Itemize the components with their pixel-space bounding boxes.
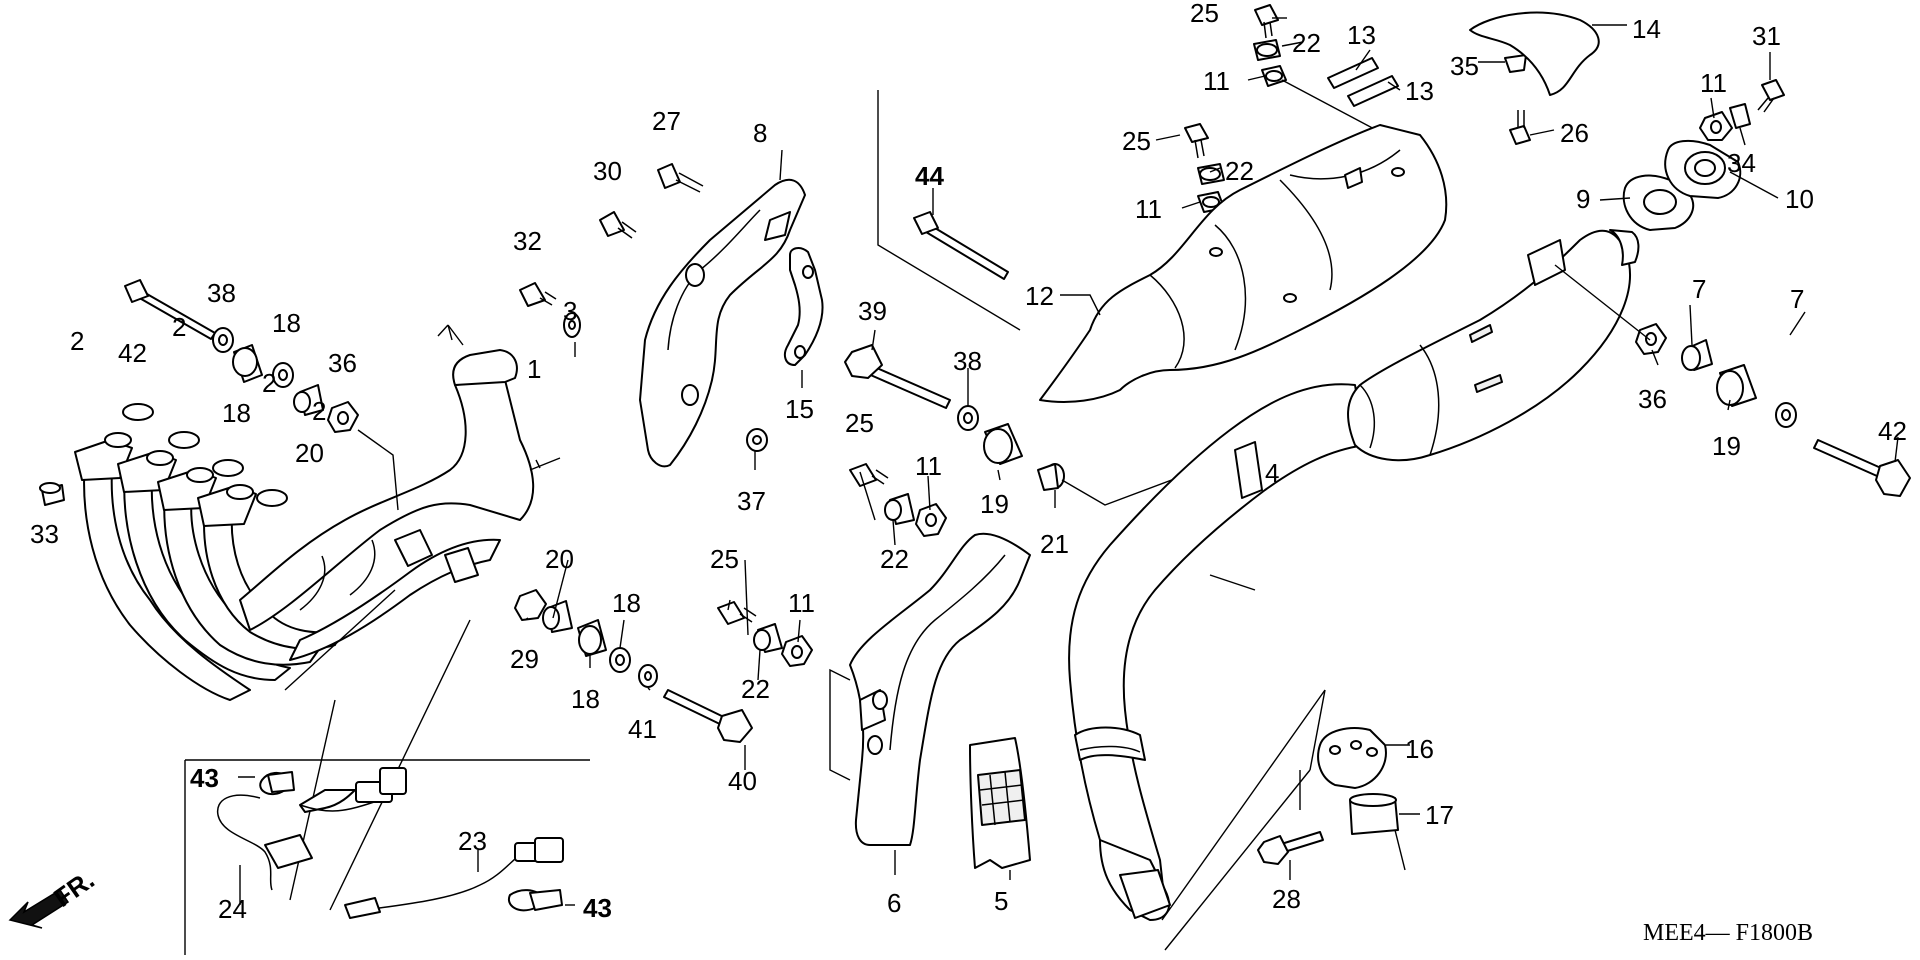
callout-11: 11 bbox=[1135, 194, 1162, 224]
end-cover-10 bbox=[1664, 139, 1742, 199]
callout-37: 37 bbox=[737, 486, 766, 516]
callout-16: 16 bbox=[1405, 734, 1434, 764]
front-direction-arrow-icon bbox=[8, 888, 70, 929]
callout-15: 15 bbox=[785, 394, 814, 424]
callout-2: 2 bbox=[172, 312, 186, 342]
callout-5: 5 bbox=[994, 886, 1008, 916]
callout-2: 2 bbox=[262, 368, 276, 398]
callout-19: 19 bbox=[980, 489, 1009, 519]
callout-33: 33 bbox=[30, 519, 59, 549]
callout-2: 2 bbox=[312, 396, 326, 426]
muffler-protector-12 bbox=[1039, 124, 1448, 403]
heat-shield-8 bbox=[639, 178, 806, 468]
callout-24: 24 bbox=[218, 894, 247, 924]
callout-22: 22 bbox=[880, 544, 909, 574]
callout-29: 29 bbox=[510, 644, 539, 674]
callout-labels: 1 2 2 2 2 3 4 5 6 7 7 8 9 10 11 11 11 11… bbox=[30, 0, 1907, 924]
callout-6: 6 bbox=[887, 888, 901, 918]
callout-3: 3 bbox=[563, 296, 577, 326]
diagram-code: MEE4— F1800B bbox=[1643, 920, 1813, 946]
callout-leader-lines bbox=[524, 17, 1899, 880]
callout-27: 27 bbox=[652, 106, 681, 136]
callout-7: 7 bbox=[1692, 274, 1706, 304]
callout-38: 38 bbox=[953, 346, 982, 376]
callout-20: 20 bbox=[545, 544, 574, 574]
callout-26: 26 bbox=[1560, 118, 1589, 148]
callout-28: 28 bbox=[1272, 884, 1301, 914]
callout-39: 39 bbox=[858, 296, 887, 326]
callout-4: 4 bbox=[1265, 458, 1279, 488]
mount-rubber-16 bbox=[1317, 727, 1387, 789]
callout-12: 12 bbox=[1025, 281, 1054, 311]
callout-44: 44 bbox=[915, 161, 944, 191]
callout-20: 20 bbox=[295, 438, 324, 468]
callout-22: 22 bbox=[1292, 28, 1321, 58]
callout-18: 18 bbox=[222, 398, 251, 428]
callout-17: 17 bbox=[1425, 800, 1454, 830]
callout-22: 22 bbox=[741, 674, 770, 704]
mount-leaders bbox=[1161, 689, 1406, 951]
callout-1: 1 bbox=[527, 354, 541, 384]
callout-18: 18 bbox=[571, 684, 600, 714]
callout-25: 25 bbox=[1122, 126, 1151, 156]
callout-7: 7 bbox=[1790, 284, 1804, 314]
callout-22: 22 bbox=[1225, 156, 1254, 186]
muffler-cover-14 bbox=[1469, 11, 1600, 96]
bracket-15 bbox=[783, 247, 824, 366]
callout-19: 19 bbox=[1712, 431, 1741, 461]
hardware-parts bbox=[39, 4, 1911, 865]
callout-38: 38 bbox=[207, 278, 236, 308]
callout-14: 14 bbox=[1632, 14, 1661, 44]
callout-11: 11 bbox=[788, 588, 815, 618]
callout-36: 36 bbox=[328, 348, 357, 378]
callout-31: 31 bbox=[1752, 21, 1781, 51]
callout-23: 23 bbox=[458, 826, 487, 856]
callout-21: 21 bbox=[1040, 529, 1069, 559]
callout-10: 10 bbox=[1785, 184, 1814, 214]
callout-11: 11 bbox=[1700, 68, 1727, 98]
callout-11: 11 bbox=[915, 451, 942, 481]
callout-32: 32 bbox=[513, 226, 542, 256]
callout-42: 42 bbox=[1878, 416, 1907, 446]
callout-30: 30 bbox=[593, 156, 622, 186]
muffler-main bbox=[1347, 229, 1651, 462]
callout-43: 43 bbox=[583, 893, 612, 923]
exhaust-pipe-4 bbox=[1068, 383, 1366, 921]
callout-9: 9 bbox=[1576, 184, 1590, 214]
callout-25: 25 bbox=[1190, 0, 1219, 28]
callout-40: 40 bbox=[728, 766, 757, 796]
callout-34: 34 bbox=[1727, 148, 1756, 178]
callout-11: 11 bbox=[1203, 66, 1230, 96]
heat-shield-6 bbox=[829, 532, 1031, 846]
callout-36: 36 bbox=[1638, 384, 1667, 414]
heat-insulator-5 bbox=[969, 737, 1031, 869]
callout-41: 41 bbox=[628, 714, 657, 744]
callout-35: 35 bbox=[1450, 51, 1479, 81]
callout-18: 18 bbox=[612, 588, 641, 618]
callout-43: 43 bbox=[190, 763, 219, 793]
callout-42: 42 bbox=[118, 338, 147, 368]
exhaust-manifold bbox=[74, 324, 535, 701]
mount-collar-17 bbox=[1349, 793, 1399, 835]
callout-8: 8 bbox=[753, 118, 767, 148]
callout-2: 2 bbox=[70, 326, 84, 356]
callout-13: 13 bbox=[1347, 20, 1376, 50]
o2-sensor-inset bbox=[184, 589, 590, 955]
callout-13: 13 bbox=[1405, 76, 1434, 106]
callout-18: 18 bbox=[272, 308, 301, 338]
callout-25: 25 bbox=[710, 544, 739, 574]
callout-25: 25 bbox=[845, 408, 874, 438]
